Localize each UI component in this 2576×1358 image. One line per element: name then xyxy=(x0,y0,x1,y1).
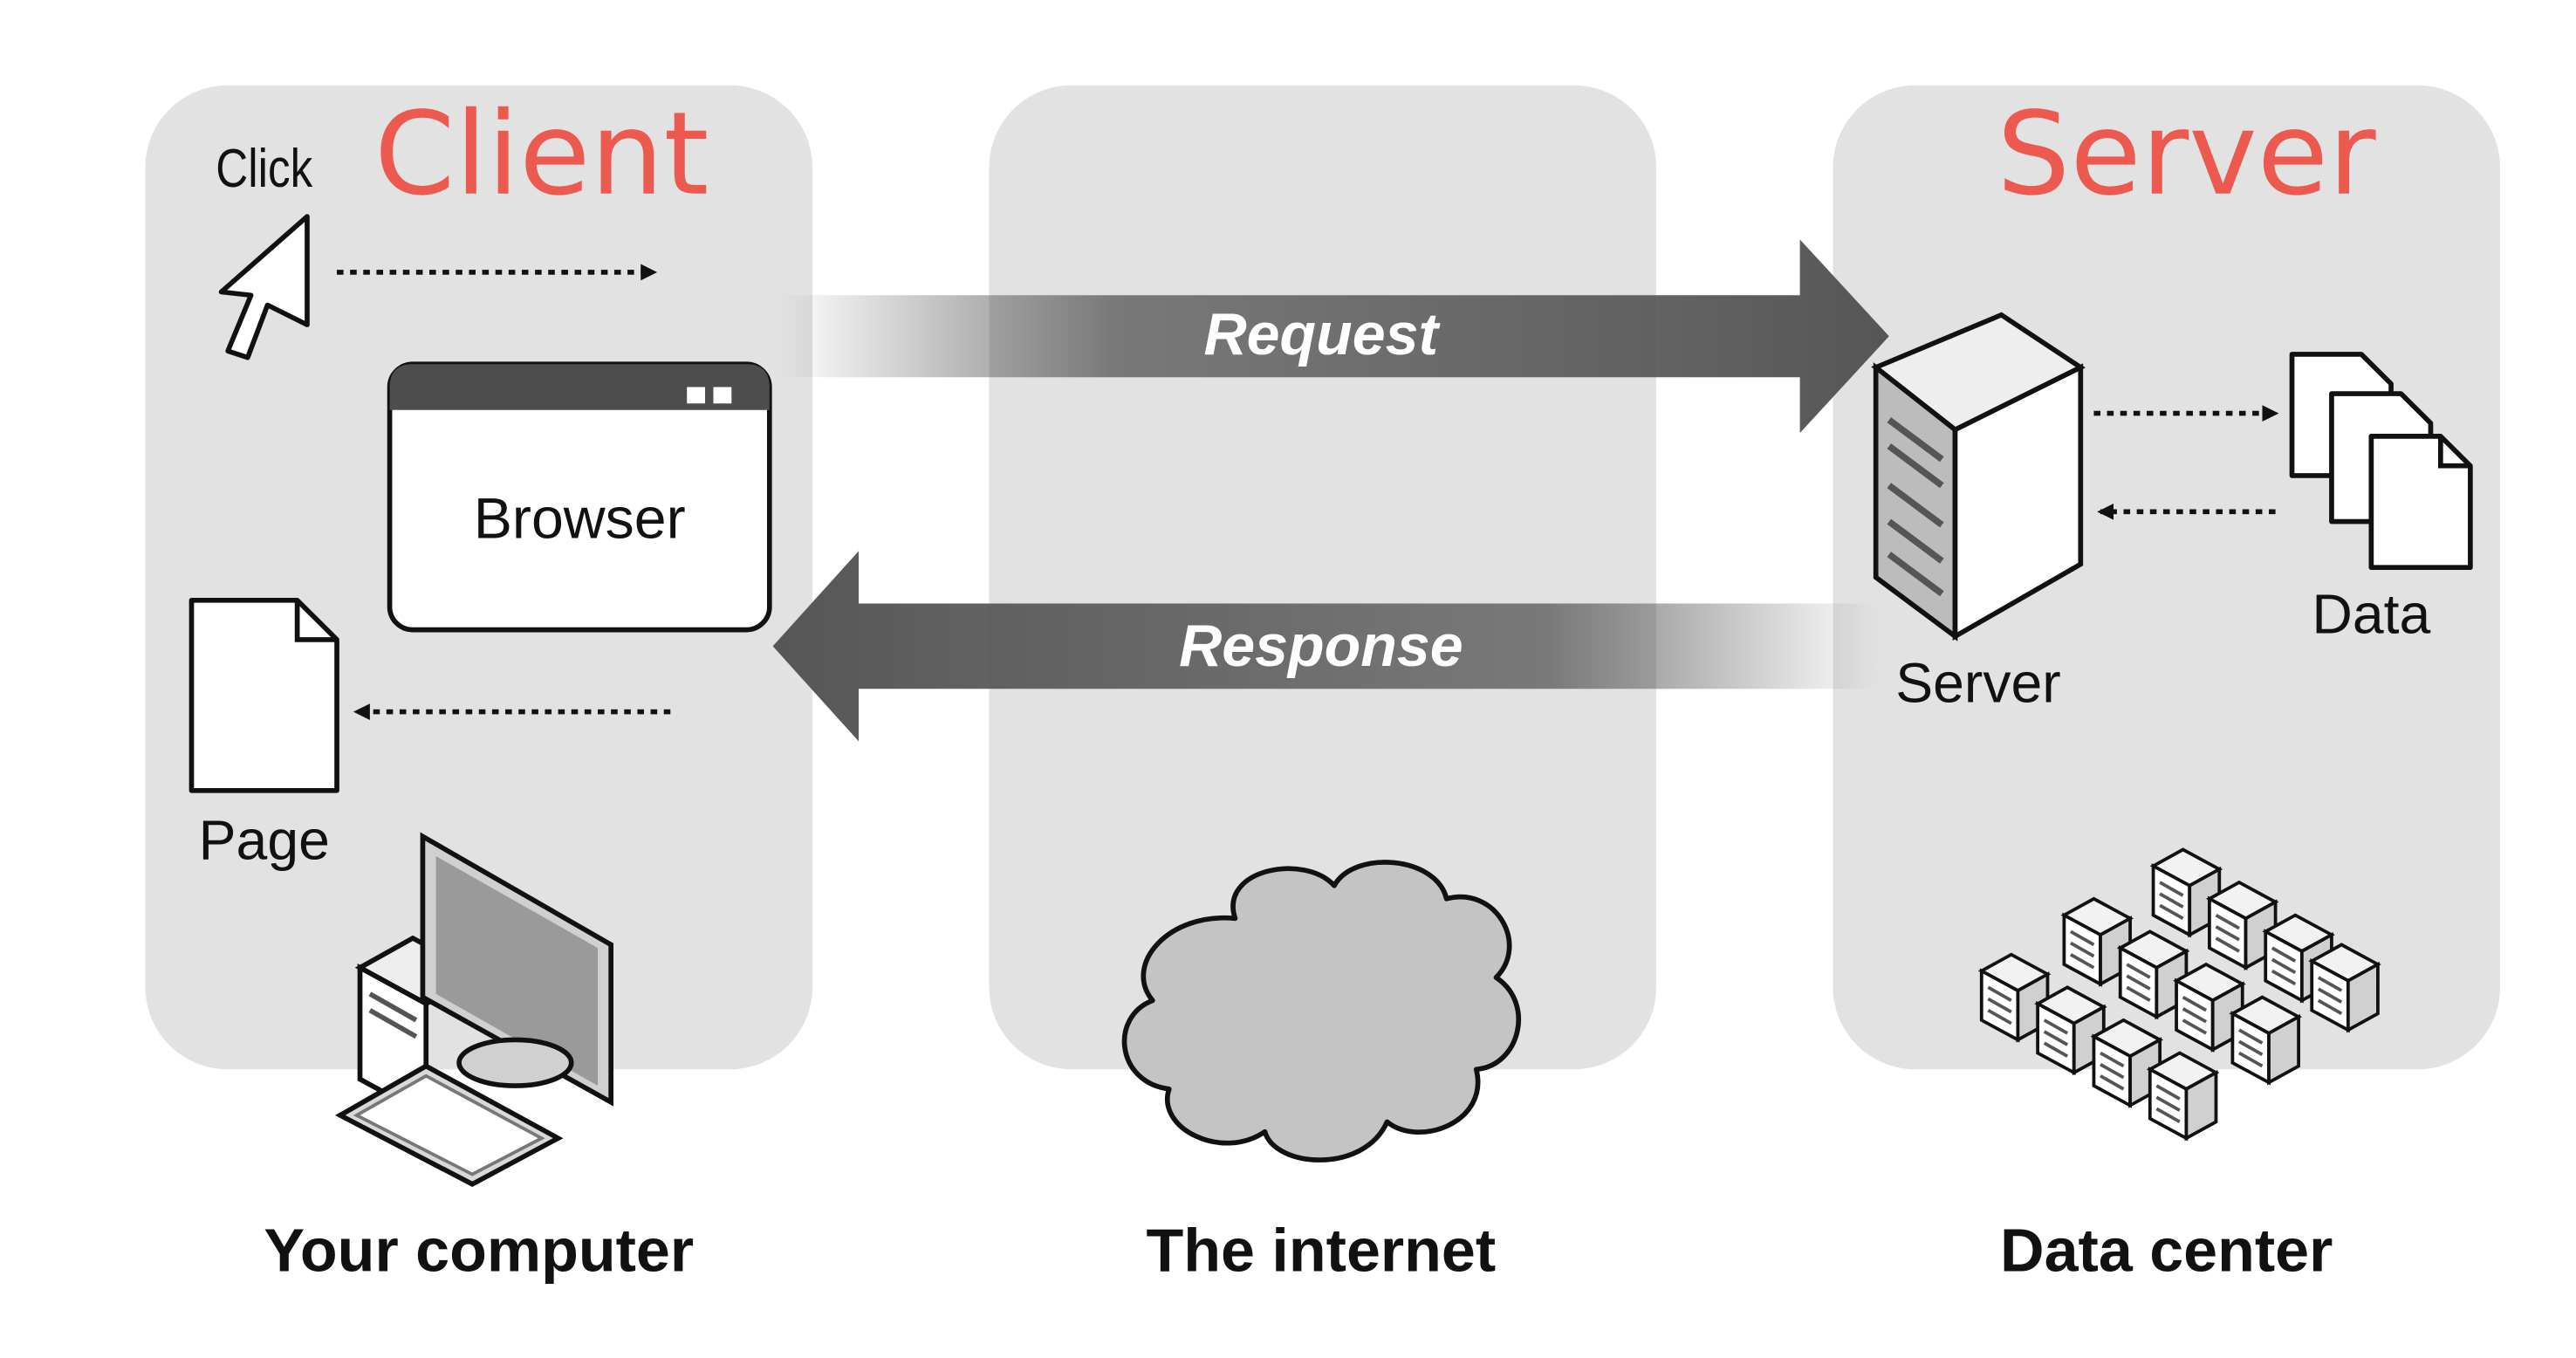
response-label: Response xyxy=(1179,614,1463,679)
caption-the-internet: The internet xyxy=(1147,1217,1497,1285)
browser-label: Browser xyxy=(474,486,686,551)
page-label: Page xyxy=(199,809,330,872)
window-control-icon[interactable] xyxy=(713,387,732,404)
desktop-computer-icon xyxy=(334,832,613,1187)
server-tower-icon xyxy=(1871,312,2086,641)
client-heading: Client xyxy=(374,87,709,221)
window-control-icon[interactable] xyxy=(687,387,706,404)
browser-window-icon[interactable] xyxy=(387,361,772,633)
request-arrow xyxy=(779,239,1889,434)
server-icon-label: Server xyxy=(1895,652,2060,715)
request-label: Request xyxy=(1203,302,1440,367)
caption-your-computer: Your computer xyxy=(264,1217,694,1285)
caption-data-center: Data center xyxy=(2000,1217,2333,1285)
cloud-icon xyxy=(1121,860,1521,1163)
data-documents-icon xyxy=(2289,352,2473,571)
data-label: Data xyxy=(2312,583,2430,646)
click-label: Click xyxy=(216,140,312,200)
server-heading: Server xyxy=(1997,87,2376,221)
mouse-pointer-icon xyxy=(218,214,310,360)
response-arrow xyxy=(772,551,1880,742)
page-document-icon xyxy=(188,597,339,793)
